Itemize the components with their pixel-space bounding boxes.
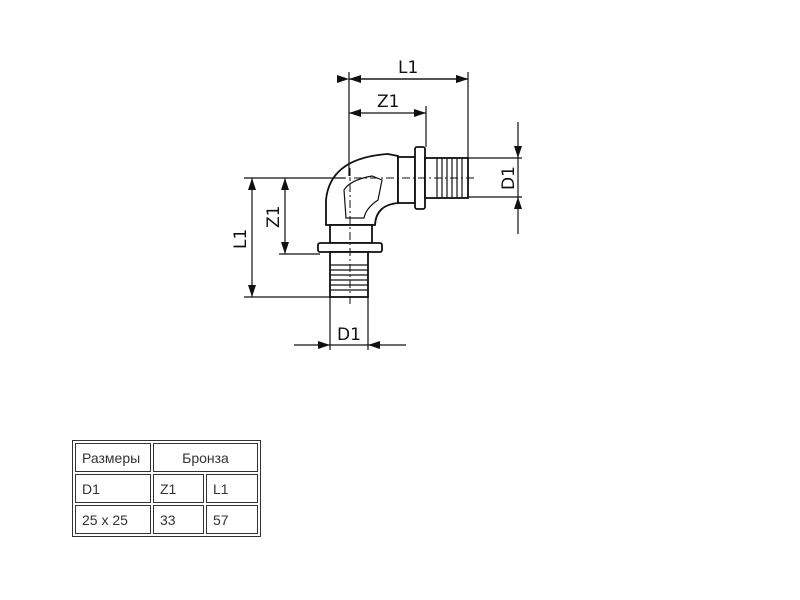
dimension-lines bbox=[244, 72, 522, 350]
table-subheader-row: D1 Z1 L1 bbox=[75, 474, 258, 503]
header-size: Размеры bbox=[75, 443, 151, 472]
top-z1-label: Z1 bbox=[377, 92, 399, 112]
cell-d1: 25 x 25 bbox=[75, 505, 151, 534]
subheader-z1: Z1 bbox=[153, 474, 204, 503]
table-row: 25 x 25 33 57 bbox=[75, 505, 258, 534]
right-d1-label: D1 bbox=[499, 166, 519, 190]
top-l1-label: L1 bbox=[398, 58, 418, 78]
subheader-d1: D1 bbox=[75, 474, 151, 503]
header-material: Бронза bbox=[153, 443, 258, 472]
dimensions-table: Размеры Бронза D1 Z1 L1 25 x 25 33 57 bbox=[72, 440, 261, 537]
bottom-d1-label: D1 bbox=[337, 325, 361, 345]
bottom-pipe-ribs bbox=[330, 264, 368, 291]
table-header-row: Размеры Бронза bbox=[75, 443, 258, 472]
fitting-body bbox=[317, 146, 476, 306]
cell-l1: 57 bbox=[206, 505, 258, 534]
cell-z1: 33 bbox=[153, 505, 204, 534]
left-l1-label: L1 bbox=[231, 229, 251, 249]
subheader-l1: L1 bbox=[206, 474, 258, 503]
left-z1-label: Z1 bbox=[264, 206, 284, 228]
